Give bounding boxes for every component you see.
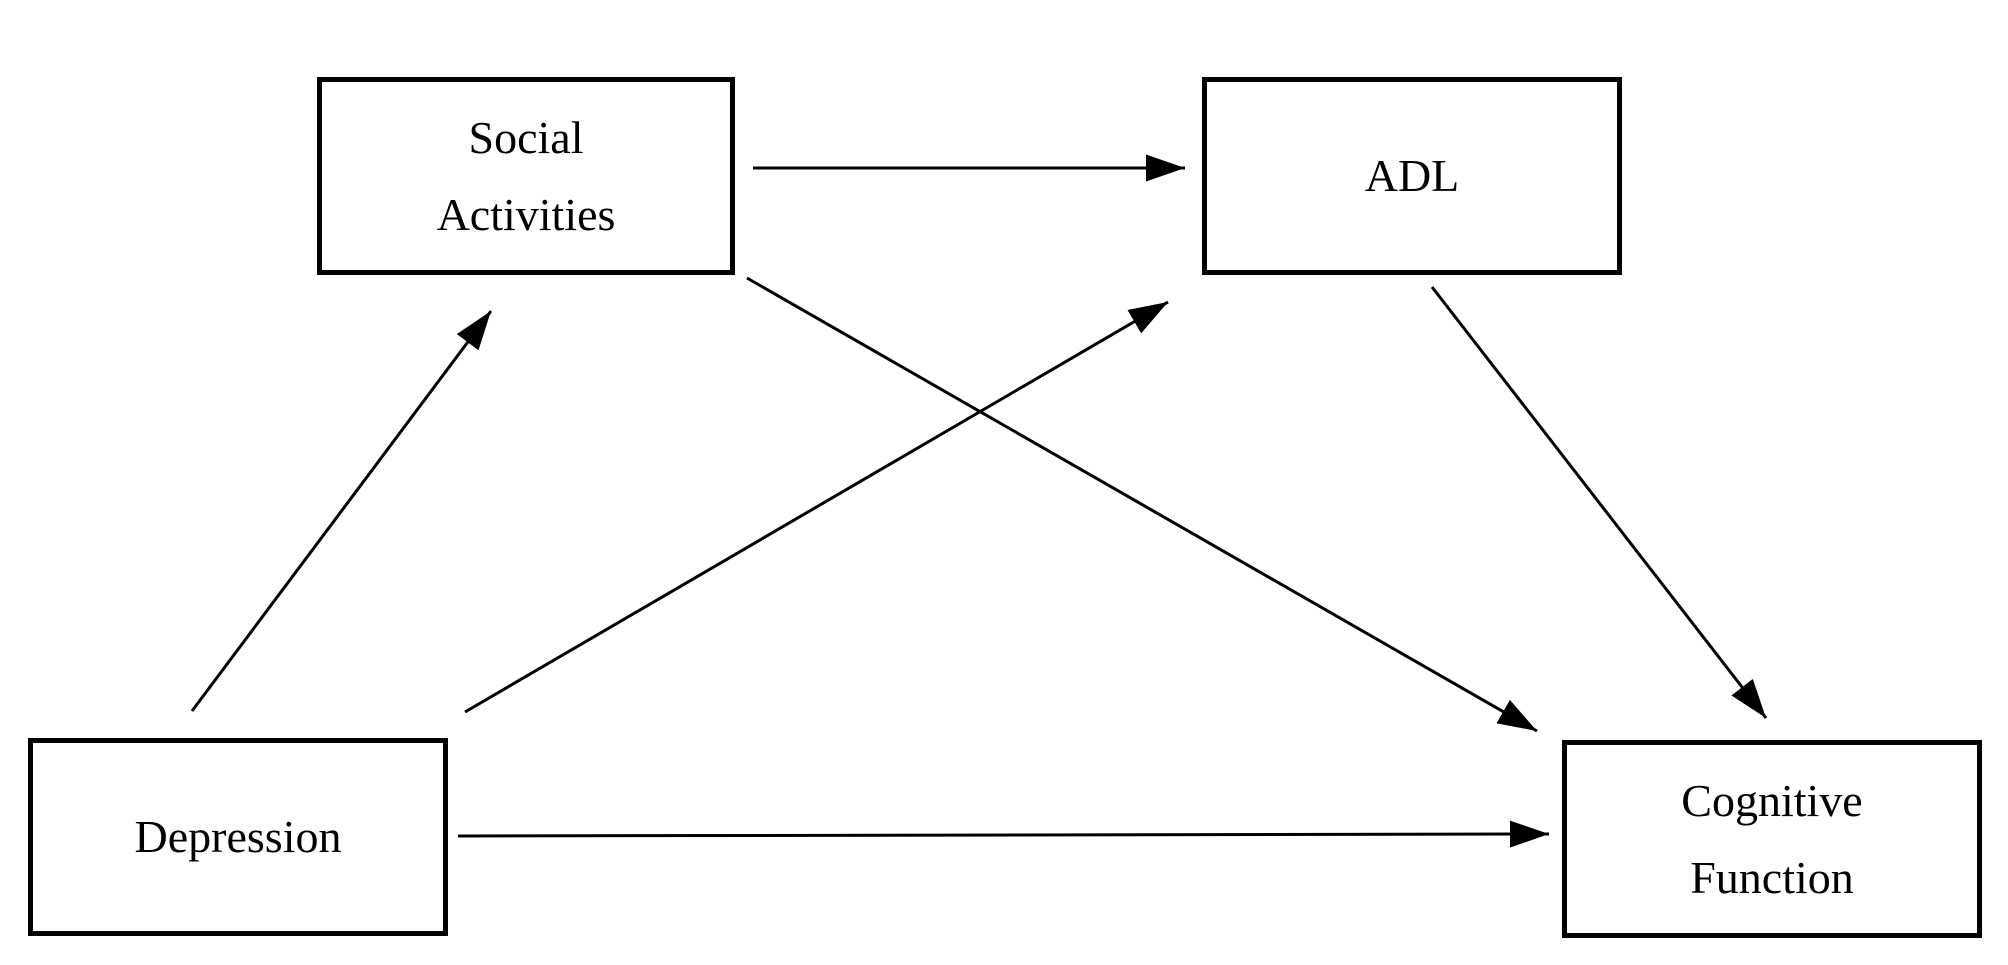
arrow-depression-to-adl: [464, 300, 1169, 714]
node-adl: ADL: [1202, 77, 1622, 275]
node-depression: Depression: [28, 738, 448, 936]
arrow-depression-to-social-activities: [190, 310, 493, 712]
node-cognitive-function: Cognitive Function: [1562, 740, 1982, 938]
node-label-line: Activities: [436, 189, 616, 240]
node-label-line: Function: [1690, 852, 1854, 903]
node-social-activities: Social Activities: [317, 77, 735, 275]
arrow-social-activities-to-cognitive-function: [746, 276, 1538, 733]
node-label-line: Depression: [134, 811, 342, 863]
node-label-line: Social: [468, 111, 584, 163]
node-label-line: ADL: [1364, 150, 1460, 202]
arrow-depression-to-cognitive-function: [457, 820, 1550, 848]
arrow-adl-to-cognitive-function: [1430, 286, 1768, 719]
node-label-line: Cognitive: [1681, 774, 1863, 826]
